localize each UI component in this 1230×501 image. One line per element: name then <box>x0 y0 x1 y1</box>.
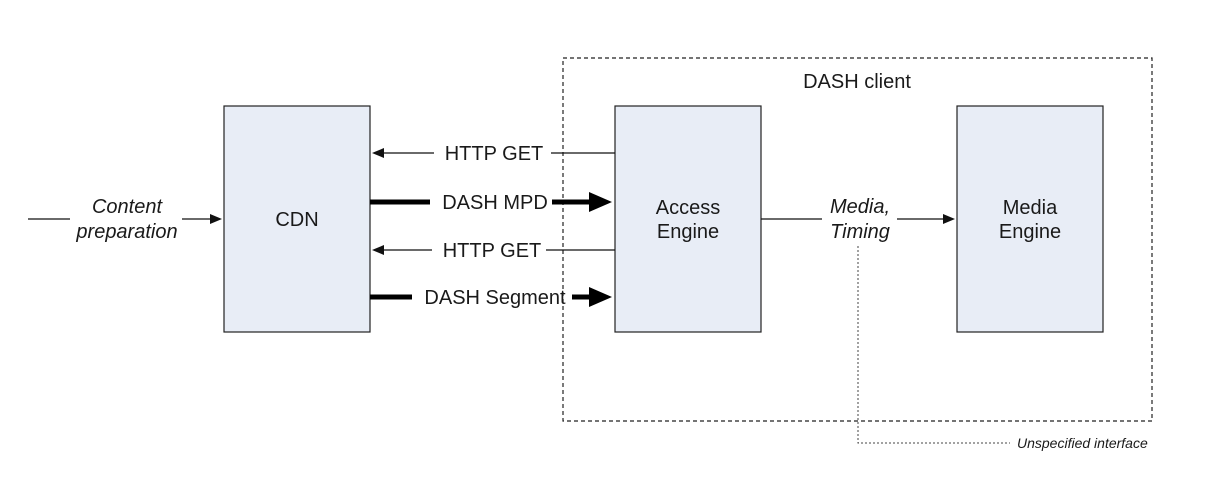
dash-client-frame <box>562 57 1153 422</box>
unspecified-interface-label: Unspecified interface <box>1017 435 1148 451</box>
dash-segment-arrowhead <box>589 287 612 307</box>
cdn-box <box>223 105 371 333</box>
access-engine-box <box>614 105 762 333</box>
dash-mpd-label: DASH MPD <box>442 192 548 214</box>
dash-mpd-arrowhead <box>589 192 612 212</box>
access-engine-label-line1: Access <box>656 197 720 219</box>
access-engine-label-line2: Engine <box>657 221 719 243</box>
http-get-1-label: HTTP GET <box>445 143 544 165</box>
unspecified-interface-callout-line <box>857 246 1010 444</box>
dash-segment-label: DASH Segment <box>424 287 566 309</box>
dash-client-title: DASH client <box>803 71 911 93</box>
content-preparation-label-line1: Content <box>92 196 163 218</box>
media-timing-label-line1: Media, <box>830 196 890 218</box>
http-get-1-arrowhead <box>372 148 384 158</box>
cdn-label: CDN <box>275 209 318 231</box>
http-get-2-arrowhead <box>372 245 384 255</box>
content-preparation-label-line2: preparation <box>75 221 177 243</box>
media-timing-label-line2: Timing <box>830 221 890 243</box>
media-engine-label-line2: Engine <box>999 221 1061 243</box>
content-input-arrowhead <box>210 214 222 224</box>
media-timing-arrowhead <box>943 214 955 224</box>
media-engine-box <box>956 105 1104 333</box>
media-engine-label-line1: Media <box>1003 197 1058 219</box>
http-get-2-label: HTTP GET <box>443 240 542 262</box>
